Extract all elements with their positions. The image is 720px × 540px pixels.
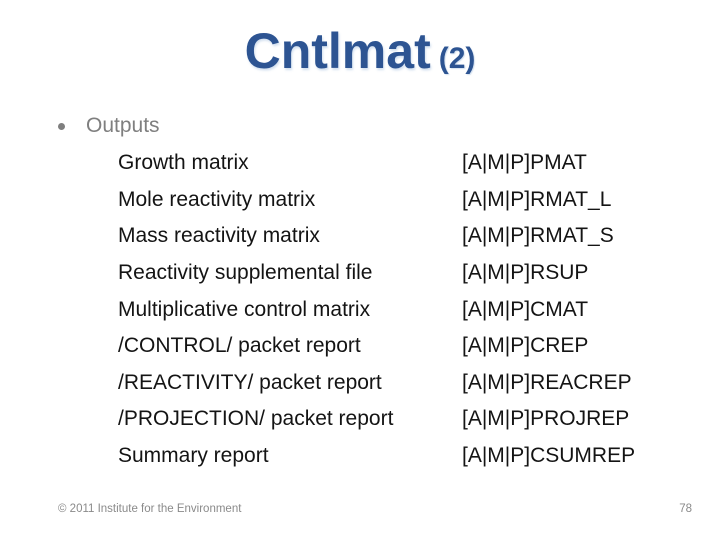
bullet-dot-icon bbox=[58, 122, 65, 130]
list-item: Mass reactivity matrix [A|M|P]RMAT_S bbox=[0, 218, 720, 255]
output-label: Mole reactivity matrix bbox=[118, 187, 316, 211]
list-item: /REACTIVITY/ packet report [A|M|P]REACRE… bbox=[0, 365, 720, 402]
output-label: Growth matrix bbox=[118, 151, 249, 175]
copyright-text: © 2011 Institute for the Environment bbox=[58, 503, 242, 515]
output-label: /REACTIVITY/ packet report bbox=[118, 370, 382, 394]
page-title: Cntlmat(2) bbox=[0, 22, 720, 80]
output-label: Mass reactivity matrix bbox=[118, 224, 320, 248]
list-item: Mole reactivity matrix [A|M|P]RMAT_L bbox=[0, 182, 720, 219]
list-item: Reactivity supplemental file [A|M|P]RSUP bbox=[0, 255, 720, 292]
output-code: [A|M|P]RMAT_S bbox=[462, 224, 614, 248]
output-code: [A|M|P]PROJREP bbox=[462, 407, 630, 431]
list-item: Multiplicative control matrix [A|M|P]CMA… bbox=[0, 291, 720, 328]
outputs-bullet: Outputs bbox=[58, 114, 160, 138]
output-code: [A|M|P]REACREP bbox=[462, 370, 632, 394]
page-title-suffix: (2) bbox=[438, 42, 476, 75]
outputs-bullet-label: Outputs bbox=[86, 114, 160, 137]
output-code: [A|M|P]RSUP bbox=[462, 261, 589, 285]
output-code: [A|M|P]CMAT bbox=[462, 297, 589, 321]
page-title-main: Cntlmat bbox=[244, 23, 431, 79]
output-label: /PROJECTION/ packet report bbox=[118, 407, 394, 431]
page-number: 78 bbox=[679, 503, 692, 515]
output-label: Multiplicative control matrix bbox=[118, 297, 371, 321]
output-rows: Growth matrix [A|M|P]PMAT Mole reactivit… bbox=[0, 145, 720, 474]
output-code: [A|M|P]PMAT bbox=[462, 151, 587, 175]
output-label: Reactivity supplemental file bbox=[118, 261, 373, 285]
list-item: /CONTROL/ packet report [A|M|P]CREP bbox=[0, 328, 720, 365]
output-label: Summary report bbox=[118, 444, 269, 468]
output-label: /CONTROL/ packet report bbox=[118, 334, 361, 358]
output-code: [A|M|P]RMAT_L bbox=[462, 187, 612, 211]
list-item: Growth matrix [A|M|P]PMAT bbox=[0, 145, 720, 182]
list-item: /PROJECTION/ packet report [A|M|P]PROJRE… bbox=[0, 401, 720, 438]
output-code: [A|M|P]CSUMREP bbox=[462, 444, 636, 468]
output-code: [A|M|P]CREP bbox=[462, 334, 589, 358]
list-item: Summary report [A|M|P]CSUMREP bbox=[0, 438, 720, 475]
